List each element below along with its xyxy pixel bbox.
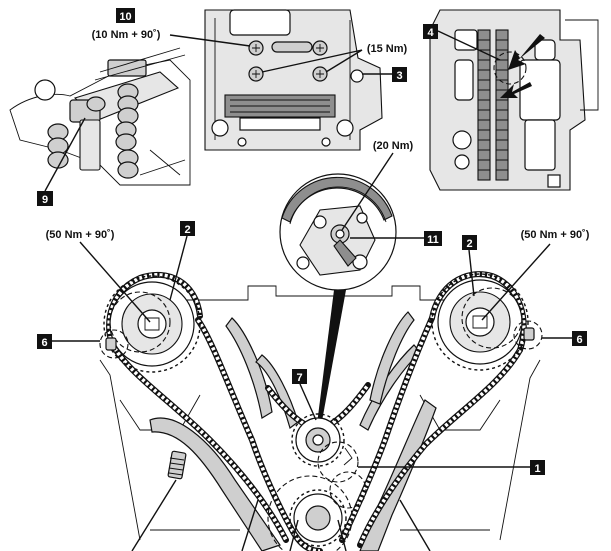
tensioner-bolt xyxy=(167,450,187,480)
callout-6-right: 6 xyxy=(576,334,582,346)
timing-chain xyxy=(106,271,527,551)
right-upper-guide xyxy=(369,311,415,405)
arrow-icon xyxy=(500,82,532,98)
callout-9-box xyxy=(37,191,53,206)
callout-11-box xyxy=(424,231,442,246)
crankshaft-sprocket xyxy=(267,471,367,551)
left-tensioner-rail xyxy=(149,417,281,551)
arrow-icon xyxy=(508,34,545,70)
callout-4-box xyxy=(423,24,438,39)
tensioner-detail-circle xyxy=(279,173,397,291)
callout-6-right-box xyxy=(572,331,587,346)
cylinder-head-inset xyxy=(204,9,383,151)
callout-9: 9 xyxy=(42,194,48,206)
intermediate-sprocket xyxy=(291,413,359,483)
torque-label-20nm: (20 Nm) xyxy=(373,140,414,152)
valve-spring-group xyxy=(47,83,139,179)
callout-7: 7 xyxy=(296,372,302,384)
callout-6-left: 6 xyxy=(41,337,47,349)
callout-2-left-box xyxy=(180,221,195,236)
callout-10-box xyxy=(116,8,135,23)
callout-2-left: 2 xyxy=(184,224,190,236)
center-right-guide xyxy=(359,344,421,431)
callout-1-box xyxy=(530,460,545,475)
tensioner-inset xyxy=(429,9,599,191)
left-upper-guide xyxy=(225,317,273,419)
callout-1: 1 xyxy=(534,463,540,475)
torque-label-50nm-left: (50 Nm + 90˚) xyxy=(46,229,115,241)
callout-4: 4 xyxy=(427,27,434,39)
callout-10: 10 xyxy=(119,11,131,23)
callout-6-left-box xyxy=(37,334,52,349)
detail-pointer xyxy=(316,290,346,432)
torque-label-15nm: (15 Nm) xyxy=(367,43,408,55)
callout-3-box xyxy=(392,67,407,82)
torque-label-10nm: (10 Nm + 90˚) xyxy=(92,29,161,41)
valvetrain-inset xyxy=(9,47,191,186)
callout-2-right: 2 xyxy=(466,238,472,250)
callout-3: 3 xyxy=(396,70,402,82)
callout-2-right-box xyxy=(462,235,477,250)
callout-11: 11 xyxy=(427,234,439,246)
torque-label-50nm-right: (50 Nm + 90˚) xyxy=(521,229,590,241)
callout-7-box xyxy=(292,369,307,384)
left-camshaft-sprocket xyxy=(99,275,201,373)
